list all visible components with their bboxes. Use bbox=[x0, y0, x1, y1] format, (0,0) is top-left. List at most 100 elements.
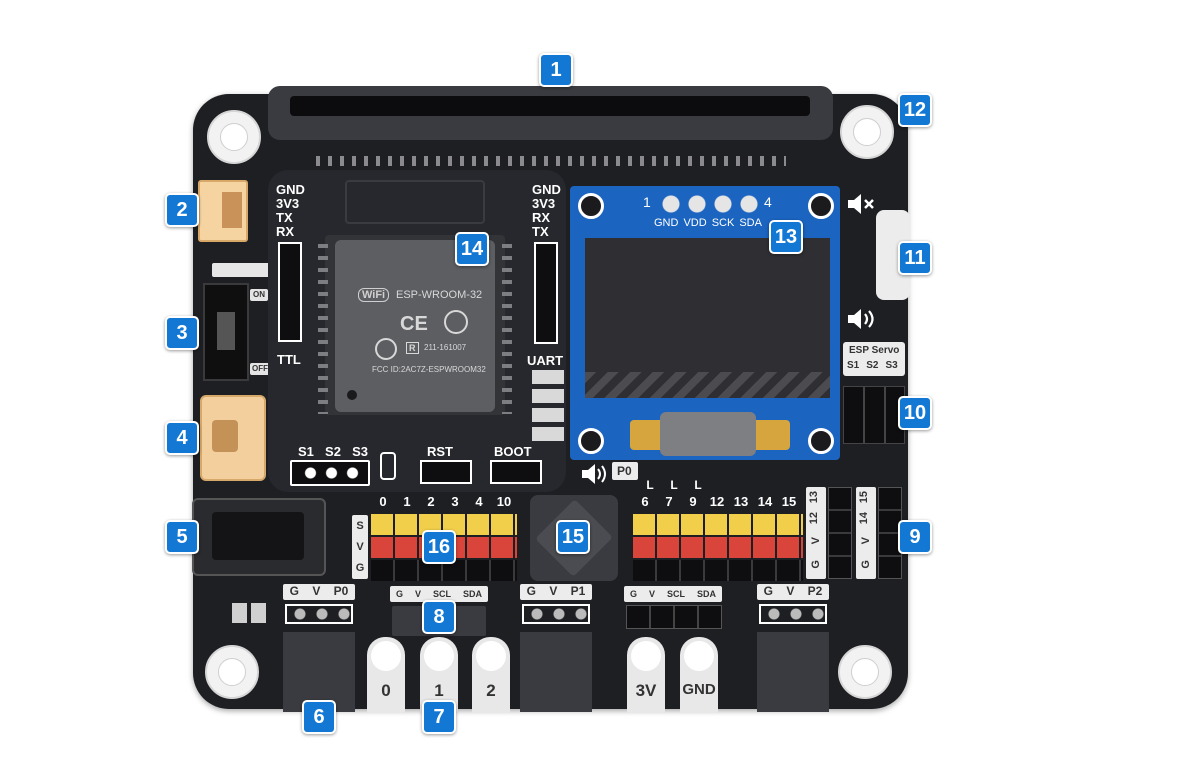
port-p0-g: G bbox=[289, 584, 299, 598]
edge-connector-slot bbox=[290, 96, 810, 116]
callout-13: 13 bbox=[769, 220, 803, 254]
i2c-right-sda: SDA bbox=[696, 589, 716, 599]
rst-button[interactable] bbox=[420, 460, 472, 484]
ttl-left-tx: TX bbox=[276, 210, 293, 225]
esp-castellations bbox=[318, 244, 328, 414]
esp-servo-block-s1: S1 bbox=[847, 360, 860, 371]
oled-pin-gnd: GND bbox=[654, 217, 679, 229]
port-p2-v: V bbox=[786, 584, 795, 598]
port-p2-label-box: G V P2 bbox=[757, 584, 829, 600]
ttl-right-labels: GND 3V3 RX TX bbox=[532, 183, 562, 239]
mount-hole-bottom-right bbox=[838, 645, 892, 699]
edge-tab-gnd-label: GND bbox=[682, 681, 716, 698]
esp-servo-s2: S2 bbox=[325, 444, 341, 459]
esp-servo-block-title: ESP Servo bbox=[849, 345, 900, 356]
right-header-red-row bbox=[633, 537, 803, 558]
p0-speaker-icon bbox=[582, 464, 606, 484]
side-header-b-labels bbox=[856, 487, 876, 579]
mount-hole-top-left bbox=[207, 110, 261, 164]
edge-tab-0[interactable]: 0 bbox=[367, 637, 405, 713]
esp-small-switch bbox=[380, 452, 396, 480]
i2c-right-scl: SCL bbox=[666, 589, 685, 599]
i2c-left-labels: G V SCL SDA bbox=[390, 586, 488, 602]
side-a-12: 12 bbox=[808, 512, 820, 525]
edge-tab-3v[interactable]: 3V bbox=[627, 637, 665, 713]
ttl-right-header bbox=[534, 242, 558, 344]
callout-15: 15 bbox=[556, 520, 590, 554]
ttl-left-header bbox=[278, 242, 302, 342]
pin1-dot bbox=[347, 390, 357, 400]
ce-mark: CE bbox=[400, 313, 428, 335]
right-col-14: 14 bbox=[757, 494, 773, 509]
callout-12: 12 bbox=[898, 93, 932, 127]
right-header-col-labels: 6 7 9 12 13 14 15 bbox=[633, 494, 803, 509]
callout-11: 11 bbox=[898, 241, 932, 275]
esp-servo-pin-dots bbox=[300, 466, 364, 480]
switch-off-label: OFF bbox=[252, 364, 268, 373]
esp-servo-block-label-box bbox=[843, 342, 905, 376]
left-header-col-labels: 0 1 2 3 4 10 bbox=[371, 494, 517, 509]
left-col-2: 2 bbox=[427, 494, 435, 509]
port-p1-label-box: G V P1 bbox=[520, 584, 592, 600]
port-p0-p0: P0 bbox=[333, 584, 349, 598]
fcc-id: FCC ID:2AC7Z-ESPWROOM32 bbox=[372, 365, 486, 374]
oled-mount-bottom-left bbox=[578, 428, 604, 454]
side-a-g: G bbox=[810, 560, 822, 569]
oled-mount-bottom-right bbox=[808, 428, 834, 454]
esp-module-name: ESP-WROOM-32 bbox=[396, 289, 483, 301]
callout-7: 7 bbox=[422, 700, 456, 734]
ttl-label: TTL bbox=[277, 352, 301, 367]
esp32-shield bbox=[335, 240, 495, 412]
switch-on-label-box: ON bbox=[250, 289, 268, 301]
right-header-black-row bbox=[633, 560, 803, 581]
left-row-v: V bbox=[356, 540, 364, 553]
edge-tab-2[interactable]: 2 bbox=[472, 637, 510, 713]
wifi-logo: WiFi bbox=[358, 288, 390, 302]
right-header-yellow-row bbox=[633, 514, 803, 535]
port-p2-p2: P2 bbox=[807, 584, 823, 598]
edge-gold-fingers bbox=[316, 156, 786, 166]
edge-tab-gnd[interactable]: GND bbox=[680, 637, 718, 713]
port-p0-label-box: G V P0 bbox=[283, 584, 355, 600]
callout-3: 3 bbox=[165, 316, 199, 350]
callout-8: 8 bbox=[422, 600, 456, 634]
oled-ribbon-core bbox=[660, 412, 756, 456]
right-col-6: 6 bbox=[641, 494, 649, 509]
power-switch-knob bbox=[217, 312, 235, 350]
i2c-left-g: G bbox=[395, 589, 403, 599]
esp-servo-block-s3: S3 bbox=[885, 360, 898, 371]
port-p1-body bbox=[520, 632, 592, 712]
wifi-antenna bbox=[345, 180, 485, 224]
uart-leds bbox=[532, 370, 564, 446]
left-col-4: 4 bbox=[475, 494, 483, 509]
edge-tab-3v-label: 3V bbox=[635, 681, 657, 700]
side-a-v: V bbox=[810, 537, 822, 545]
boot-button[interactable] bbox=[490, 460, 542, 484]
side-b-14: 14 bbox=[858, 512, 870, 525]
oled-pin-vdd: VDD bbox=[683, 217, 707, 229]
port-p1-pins bbox=[522, 604, 590, 624]
i2c-right-v: V bbox=[648, 589, 655, 599]
boot-label: BOOT bbox=[494, 444, 532, 459]
left-col-3: 3 bbox=[451, 494, 459, 509]
esp-servo-labels: S1 S2 S3 bbox=[298, 444, 368, 459]
ttl-left-3v3: 3V3 bbox=[276, 196, 300, 211]
left-row-s: S bbox=[356, 519, 364, 532]
oled-pin-sck: SCK bbox=[711, 217, 735, 229]
left-col-1: 1 bbox=[403, 494, 411, 509]
oled-pin-end: 4 bbox=[764, 194, 772, 210]
port-p2-body bbox=[757, 632, 829, 712]
left-col-0: 0 bbox=[379, 494, 387, 509]
callout-6: 6 bbox=[302, 700, 336, 734]
mount-hole-top-right bbox=[840, 105, 894, 159]
esp-servo-block-header bbox=[843, 386, 905, 444]
side-a-13: 13 bbox=[808, 491, 820, 504]
port-p0-pins bbox=[285, 604, 353, 624]
edge-tab-2-hole bbox=[476, 641, 506, 671]
ttl-left-labels: GND 3V3 TX RX bbox=[276, 183, 306, 239]
cert-number: 211-161007 bbox=[424, 343, 467, 352]
oled-pin-sda: SDA bbox=[739, 217, 762, 229]
right-mark-1: L bbox=[646, 478, 654, 492]
oled-mount-top-left bbox=[578, 193, 604, 219]
esp-servo-s1: S1 bbox=[298, 444, 314, 459]
